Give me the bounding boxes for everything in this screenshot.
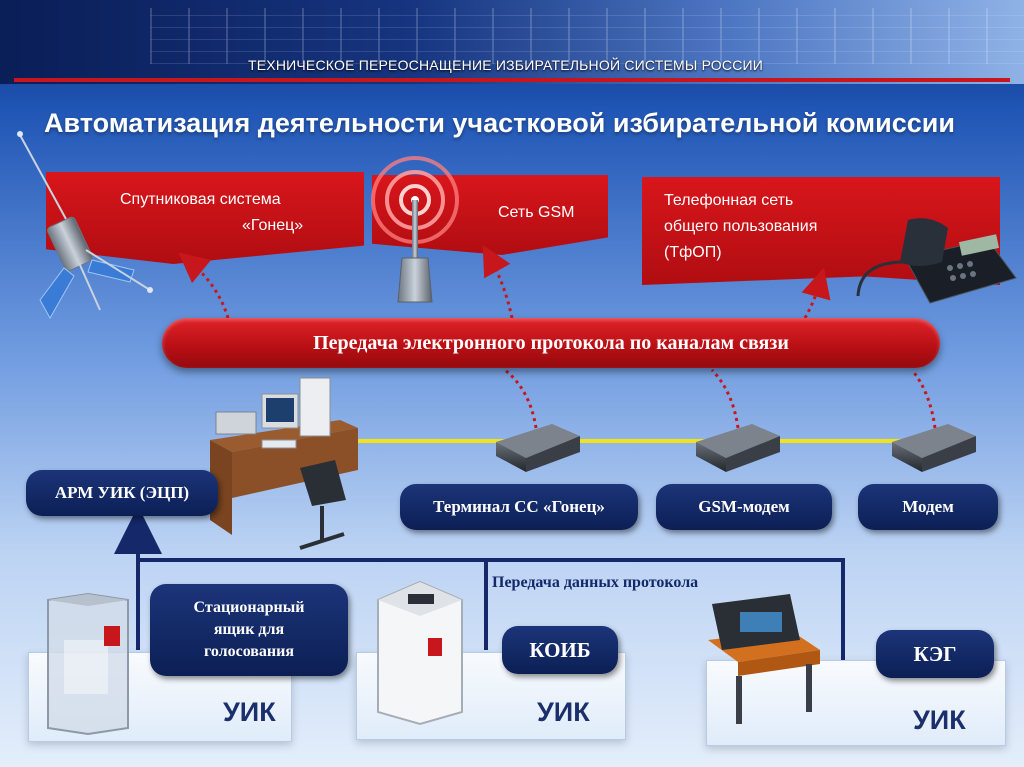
koib-icon xyxy=(377,580,463,726)
satellite-icon xyxy=(17,131,153,320)
station-box-ballot-line3: голосования xyxy=(203,643,295,660)
header-banner: ТЕХНИЧЕСКОЕ ПЕРЕОСНАЩЕНИЕ ИЗБИРАТЕЛЬНОЙ … xyxy=(0,0,1024,84)
banner-title: ТЕХНИЧЕСКОЕ ПЕРЕОСНАЩЕНИЕ ИЗБИРАТЕЛЬНОЙ … xyxy=(248,57,764,73)
page-title: Автоматизация деятельности участковой из… xyxy=(44,108,955,138)
channel-pstn-line2: общего пользования xyxy=(664,218,818,235)
keg-icon xyxy=(708,594,820,724)
modem-icon xyxy=(496,424,580,472)
link-pill-to-pstn xyxy=(801,267,831,319)
telephone-icon xyxy=(856,218,1017,304)
station-box-koib: КОИБ xyxy=(502,626,618,674)
station-box-ballot-line1: Стационарный xyxy=(193,599,305,616)
banner-pattern xyxy=(150,8,1024,64)
modem-icon xyxy=(892,424,976,472)
uik-label: УИК xyxy=(223,697,276,727)
data-flow-line xyxy=(136,558,845,660)
channel-satellite-line1: Спутниковая система xyxy=(120,191,281,208)
channel-gsm-line1: Сеть GSM xyxy=(498,204,575,221)
channel-pstn-line1: Телефонная сеть xyxy=(664,192,794,209)
arm-uik-label: АРМ УИК (ЭЦП) xyxy=(26,470,218,516)
uik-label: УИК xyxy=(537,697,590,727)
link-gsm-modem-to-pill xyxy=(710,368,740,429)
workstation-icon xyxy=(210,377,358,550)
main-transfer-pill: Передача электронного протокола по канал… xyxy=(162,318,940,368)
uik-panel-3: УИК xyxy=(706,660,1006,746)
banner-red-line xyxy=(14,78,1010,82)
link-terminal-to-pill xyxy=(504,368,538,429)
station-box-ballot-line2: ящик для xyxy=(213,621,285,638)
device-label-terminal: Терминал СС «Гонец» xyxy=(400,484,638,530)
channel-satellite-line2: «Гонец» xyxy=(242,217,304,234)
device-label-modem: Модем xyxy=(858,484,998,530)
link-pill-to-gsm xyxy=(482,244,514,319)
station-box-ballot: Стационарный ящик для голосования xyxy=(150,584,348,676)
ballot-box-icon xyxy=(47,592,129,736)
link-modem-to-pill xyxy=(910,369,937,429)
channel-satellite-box: Спутниковая система «Гонец» xyxy=(46,172,364,264)
modem-icon xyxy=(696,424,780,472)
gsm-tower-icon xyxy=(371,156,459,303)
uik-label: УИК xyxy=(913,705,966,735)
device-label-gsm-modem: GSM-модем xyxy=(656,484,832,530)
station-box-keg: КЭГ xyxy=(876,630,994,678)
data-transfer-label: Передача данных протокола xyxy=(492,574,699,591)
channel-pstn-line3: (ТфОП) xyxy=(664,244,722,261)
